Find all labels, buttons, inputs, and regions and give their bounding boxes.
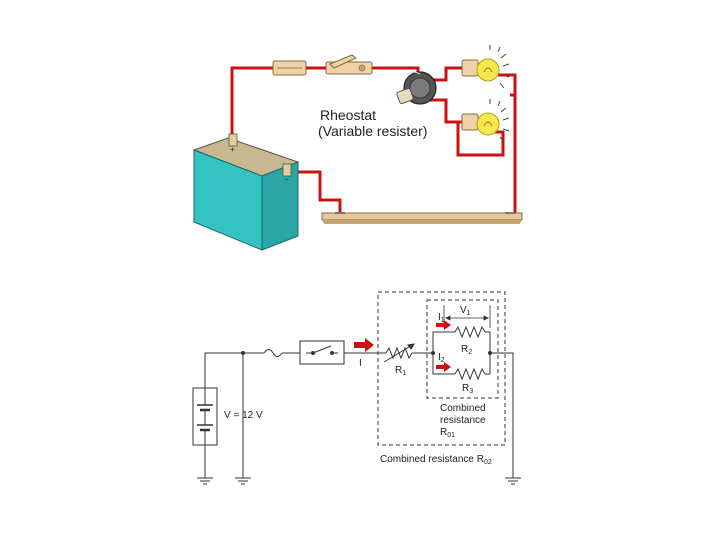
rheostat-sublabel: (Variable resister) <box>318 123 427 139</box>
combined-r01-line1: Combined <box>440 403 486 414</box>
r1-label: R1 <box>395 365 406 377</box>
combined-r01-line3: R01 <box>440 427 455 439</box>
svg-text:−: − <box>284 175 289 184</box>
lamp-upper <box>461 45 510 89</box>
current-label: I <box>359 358 362 369</box>
toggle-switch <box>325 54 373 75</box>
switch-symbol <box>299 340 345 365</box>
current-arrow-main <box>354 338 374 352</box>
ground-symbol-left <box>197 477 213 485</box>
junctions <box>241 351 492 355</box>
combined-r01-box <box>426 299 499 399</box>
battery: + − <box>192 133 300 251</box>
v1-label: V1 <box>460 305 471 317</box>
lamp-lower <box>461 99 510 143</box>
resistor-r2 <box>454 325 486 339</box>
fuse-symbol <box>263 349 283 357</box>
voltage-label: V = 12 V <box>224 410 263 421</box>
ground-symbol-middle <box>235 477 251 485</box>
combined-r02-box <box>377 291 506 446</box>
resistor-r3 <box>454 367 486 381</box>
i2-label: I2 <box>438 352 445 364</box>
ground-board <box>321 212 523 224</box>
main-wire <box>204 352 264 388</box>
i1-label: I1 <box>438 312 445 324</box>
ground-symbol-right <box>505 477 521 485</box>
red-wires <box>230 66 517 213</box>
combined-r01-line2: resistance <box>440 415 486 426</box>
r2-label: R2 <box>461 344 472 356</box>
battery-symbol <box>192 387 218 446</box>
combined-r02-label: Combined resistance R02 <box>380 454 492 466</box>
fuse-holder <box>272 60 307 76</box>
current-arrow-i1 <box>436 320 451 330</box>
svg-text:+: + <box>230 145 235 154</box>
rheostat-label: Rheostat <box>320 107 376 123</box>
rheostat <box>396 71 437 105</box>
rheostat-symbol <box>383 343 415 363</box>
v1-measure <box>443 305 491 328</box>
current-arrow-i2 <box>436 362 451 372</box>
r3-label: R3 <box>462 383 473 395</box>
pictorial-circuit: Rheostat (Variable resister) <box>192 45 523 251</box>
